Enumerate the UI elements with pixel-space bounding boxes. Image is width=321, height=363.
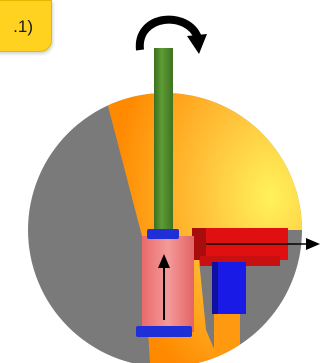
right-arrow-icon bbox=[206, 238, 320, 250]
step-label-text: .1) bbox=[13, 16, 33, 36]
sleeve-top-collar bbox=[147, 229, 179, 239]
sliding-sleeve bbox=[136, 229, 194, 337]
curved-rotation-arrow-icon bbox=[135, 15, 207, 54]
bracket-dark-face bbox=[192, 228, 206, 260]
up-arrow-icon bbox=[158, 254, 170, 320]
step-label-badge: .1) bbox=[0, 0, 52, 52]
blue-guide-block-shade bbox=[212, 262, 218, 314]
sleeve-body bbox=[142, 236, 194, 332]
sleeve-bottom-collar bbox=[136, 326, 192, 337]
green-shaft bbox=[154, 48, 173, 240]
red-bracket-tail bbox=[200, 256, 280, 266]
